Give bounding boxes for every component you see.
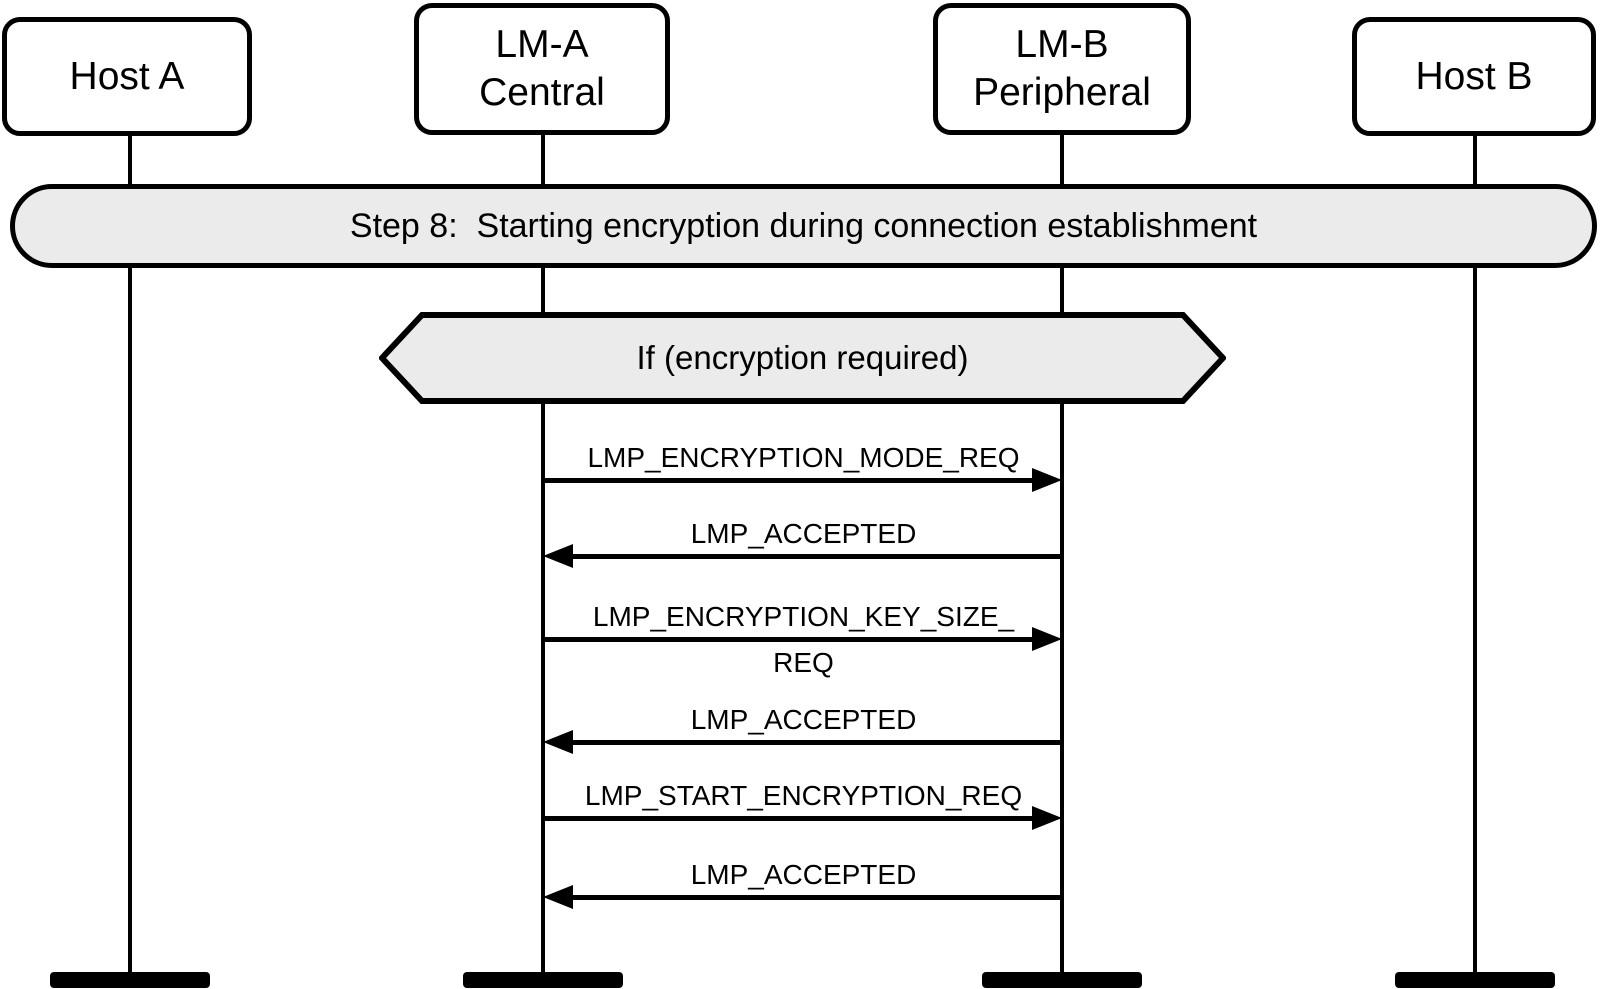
message-arrow-line: [571, 740, 1062, 745]
message-label: LMP_ENCRYPTION_MODE_REQ: [587, 442, 1020, 473]
message-label-line2: REQ: [773, 647, 834, 678]
condition-hexagon: If (encryption required): [377, 312, 1228, 404]
lifeline-end-bar: [50, 972, 210, 988]
actor-box-lm-a-central: LM-A Central: [414, 3, 670, 135]
message-label: LMP_ACCEPTED: [690, 704, 917, 735]
arrowhead-right-icon: [1032, 806, 1062, 830]
message-arrow-line: [545, 478, 1034, 483]
actor-box-lm-b-peripheral: LM-B Peripheral: [933, 3, 1191, 135]
message-label: LMP_ACCEPTED: [690, 859, 917, 890]
message-label: LMP_ACCEPTED: [690, 518, 917, 549]
actor-box-host-a: Host A: [2, 17, 252, 136]
message-arrow-line: [545, 816, 1034, 821]
lifeline-end-bar: [1395, 972, 1555, 988]
arrowhead-left-icon: [543, 730, 573, 754]
lifeline-end-bar: [463, 972, 623, 988]
actor-box-host-b: Host B: [1352, 17, 1596, 136]
lifeline-host-a: [128, 136, 132, 980]
lifeline-end-bar: [982, 972, 1142, 988]
step-banner: Step 8: Starting encryption during conne…: [10, 184, 1597, 268]
arrowhead-left-icon: [543, 544, 573, 568]
message-arrow-line: [545, 637, 1034, 642]
lifeline-lm-b: [1060, 134, 1064, 980]
actor-label: Host B: [1415, 54, 1533, 98]
actor-label: LM-B: [1015, 23, 1109, 67]
arrowhead-right-icon: [1032, 627, 1062, 651]
actor-label: Peripheral: [973, 71, 1151, 114]
message-label: LMP_START_ENCRYPTION_REQ: [584, 780, 1023, 811]
message-arrow-line: [571, 895, 1062, 900]
message-arrow-line: [571, 554, 1062, 559]
arrowhead-left-icon: [543, 885, 573, 909]
arrowhead-right-icon: [1032, 468, 1062, 492]
actor-label: Central: [479, 71, 605, 114]
step-banner-text: Step 8: Starting encryption during conne…: [349, 206, 1258, 245]
condition-text: If (encryption required): [636, 339, 969, 376]
actor-label: Host A: [69, 54, 185, 98]
lifeline-host-b: [1473, 136, 1477, 980]
message-label: LMP_ENCRYPTION_KEY_SIZE_: [592, 601, 1015, 632]
hexagon-shape-icon: [377, 312, 1228, 404]
actor-label: LM-A: [495, 23, 589, 67]
